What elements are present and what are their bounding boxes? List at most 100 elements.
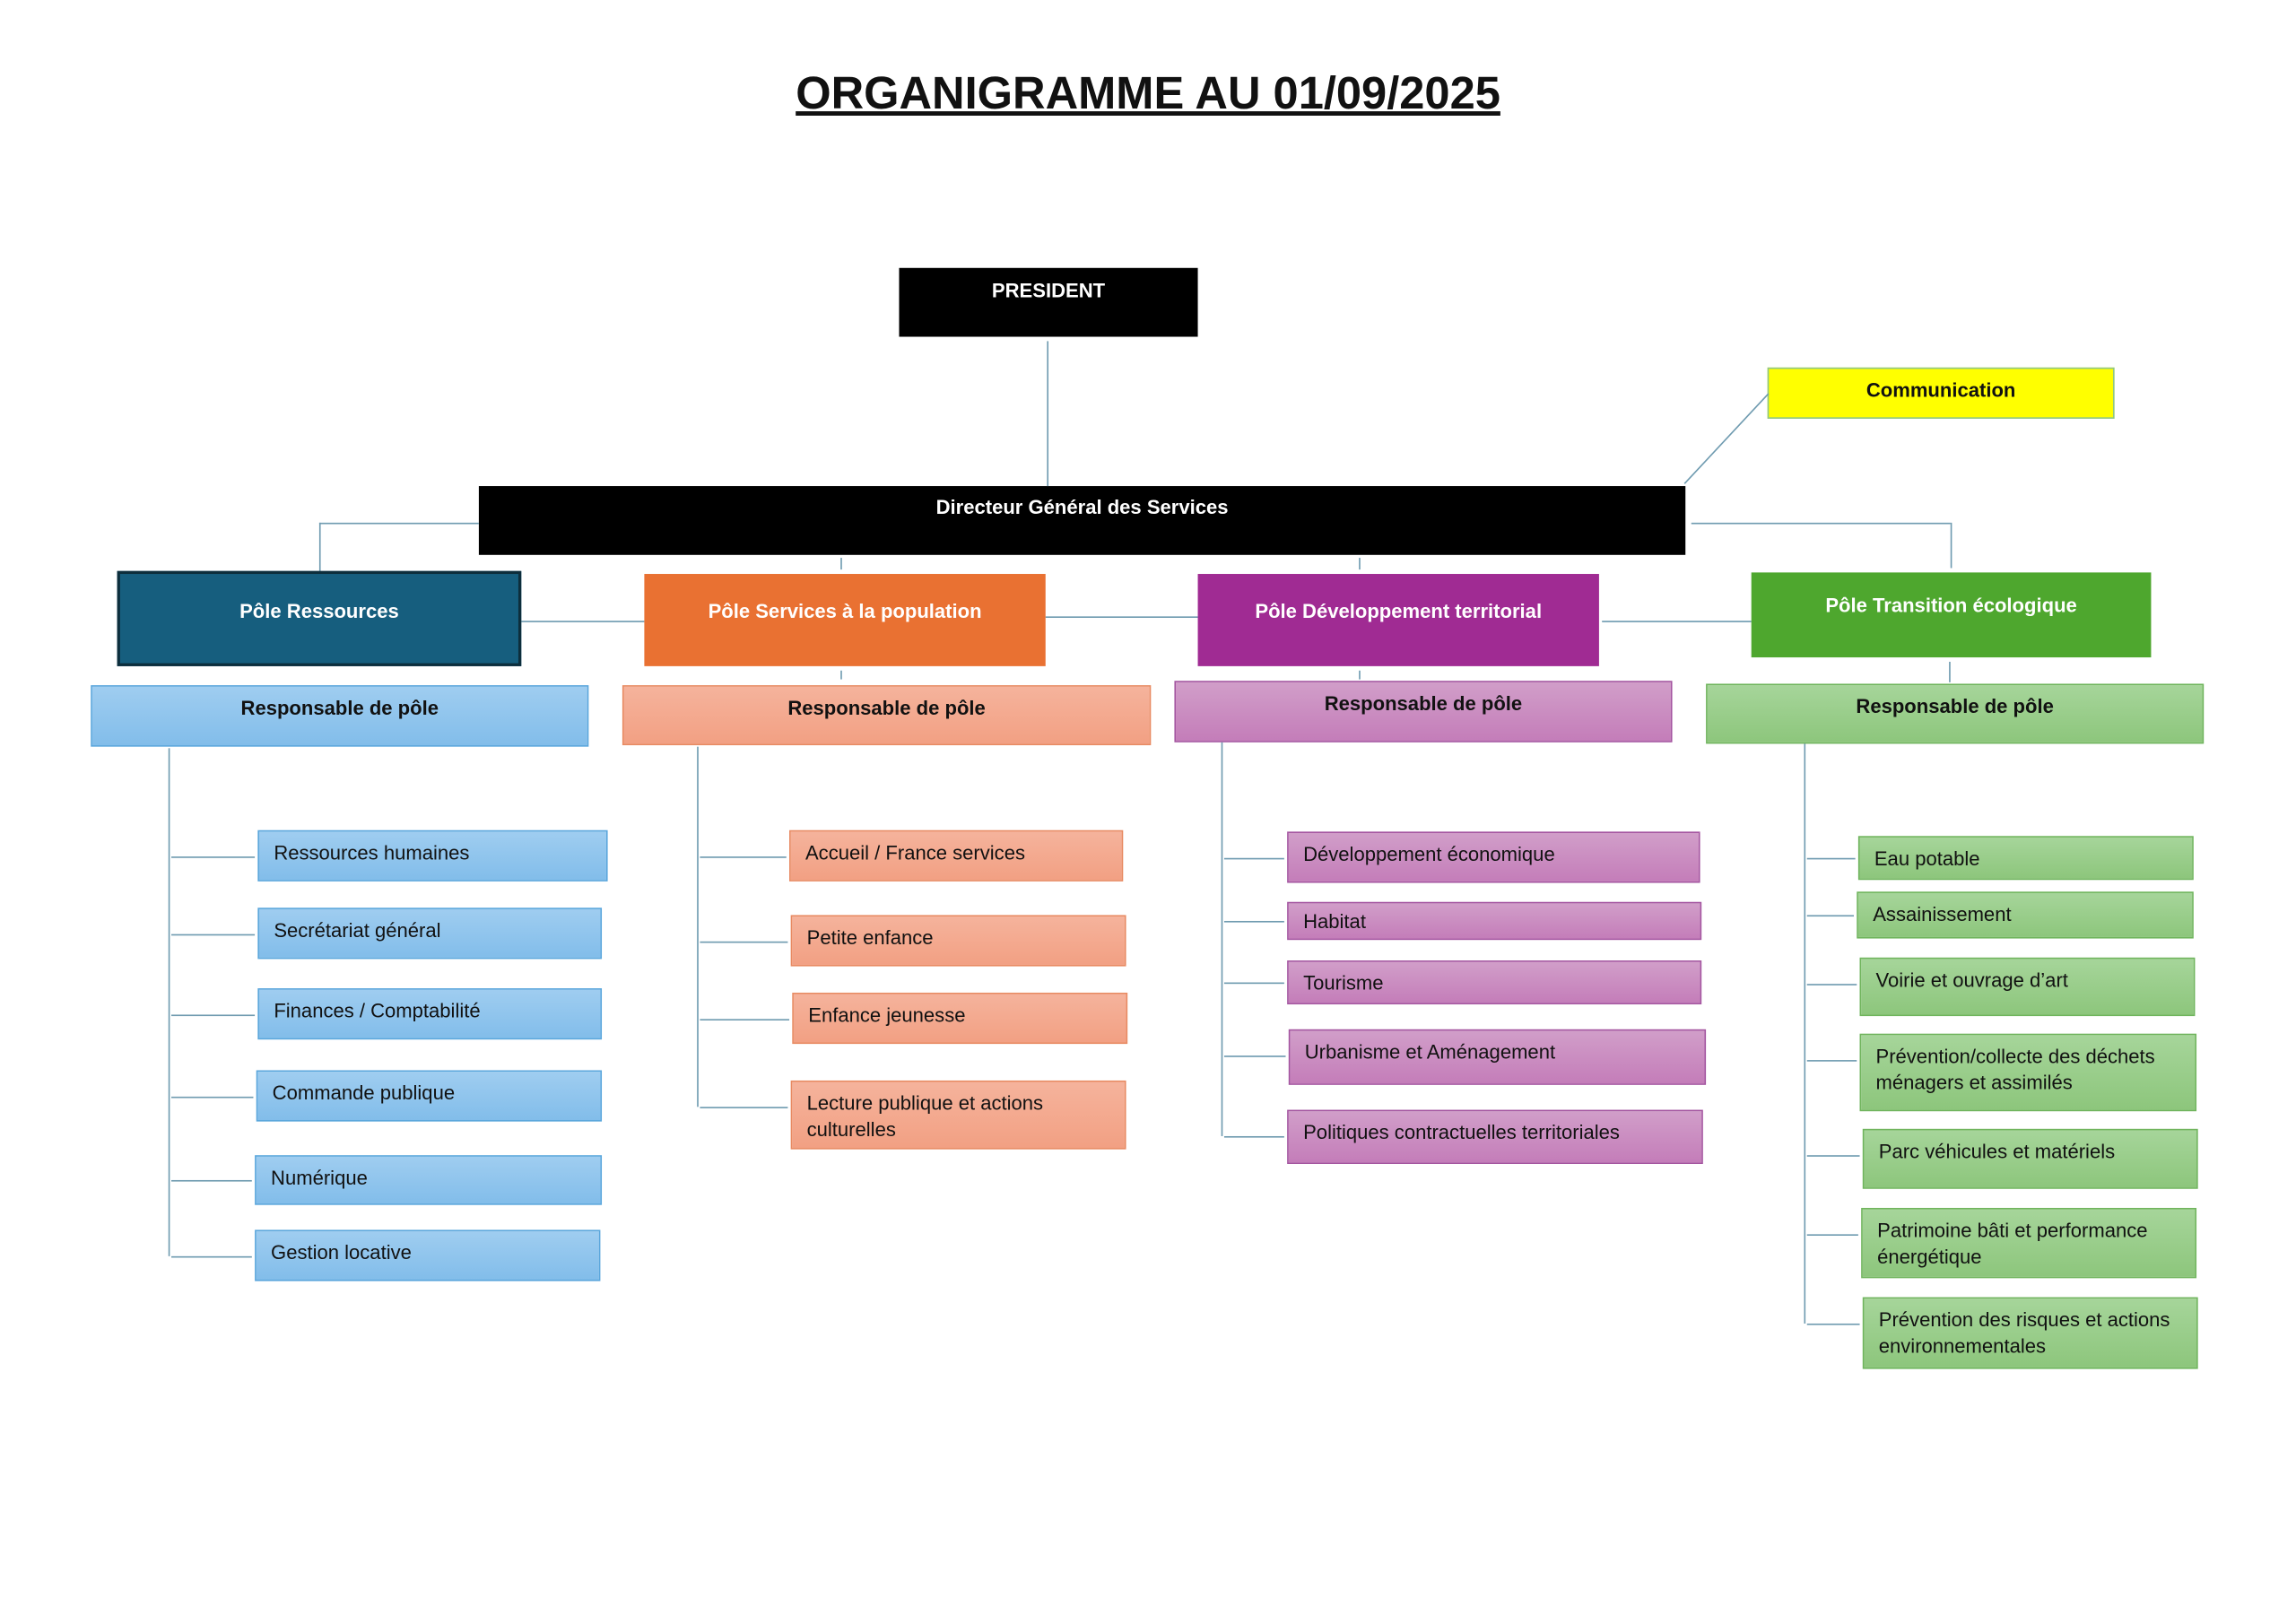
connector: [1691, 522, 1951, 525]
communication-label: Communication: [1866, 378, 2016, 402]
connector: [1602, 621, 1752, 622]
pole-ressources: Pôle Ressources: [117, 570, 522, 666]
connector: [840, 670, 842, 680]
connector: [1223, 982, 1284, 985]
communication-box: Communication: [1767, 367, 2115, 419]
service-box: Prévention des risques et actions enviro…: [1862, 1297, 2198, 1369]
service-box: Prévention/collecte des déchets ménagers…: [1859, 1033, 2197, 1112]
service-label: Lecture publique et actions culturelles: [806, 1091, 1044, 1141]
connector: [171, 933, 256, 935]
connector: [700, 1018, 790, 1020]
pole-transition: Pôle Transition écologique: [1751, 572, 2152, 658]
pole-developpement: Pôle Développement territorial: [1197, 574, 1599, 666]
dgs-box: Directeur Général des Services: [478, 486, 1686, 555]
service-box: Ressources humaines: [257, 829, 608, 881]
connector: [1806, 1155, 1860, 1157]
service-label: Ressources humaines: [274, 841, 470, 864]
service-box: Gestion locative: [255, 1229, 601, 1281]
service-box: Accueil / France services: [789, 829, 1124, 881]
service-label: Développement économique: [1303, 843, 1555, 865]
service-label: Habitat: [1303, 910, 1366, 934]
service-box: Enfance jeunesse: [792, 992, 1128, 1045]
connector: [171, 1013, 256, 1016]
connector: [1804, 743, 1806, 1324]
service-label: Politiques contractuelles territoriales: [1303, 1121, 1620, 1144]
responsable-label: Responsable de pôle: [1856, 695, 2054, 718]
service-label: Tourisme: [1303, 972, 1384, 994]
connector: [1047, 341, 1049, 487]
president-label: PRESIDENT: [991, 279, 1106, 302]
connector: [171, 1255, 252, 1257]
connector: [1359, 558, 1361, 570]
service-box: Patrimoine bâti et performance énergétiq…: [1861, 1207, 2197, 1279]
service-label: Voirie et ouvrage d’art: [1875, 968, 2068, 992]
connector: [700, 941, 788, 942]
service-box: Urbanisme et Aménagement: [1288, 1029, 1707, 1085]
service-label: Commande publique: [272, 1081, 456, 1105]
connector: [1045, 616, 1198, 618]
pole-label: Pôle Transition écologique: [1825, 594, 2077, 617]
service-label: Patrimoine bâti et performance énergétiq…: [1877, 1220, 2148, 1268]
connector: [1950, 522, 1952, 569]
connector: [171, 855, 256, 857]
responsable-services: Responsable de pôle: [622, 685, 1152, 746]
service-box: Eau potable: [1857, 836, 2194, 881]
connector: [1223, 1055, 1286, 1057]
responsable-label: Responsable de pôle: [1324, 692, 1523, 715]
connector: [1223, 1135, 1284, 1138]
connector: [1806, 1323, 1860, 1325]
service-label: Parc véhicules et matériels: [1878, 1140, 2116, 1163]
service-box: Tourisme: [1287, 960, 1702, 1005]
connector: [318, 522, 321, 571]
connector: [318, 522, 479, 525]
service-label: Urbanisme et Aménagement: [1304, 1040, 1556, 1064]
service-box: Commande publique: [256, 1070, 603, 1122]
service-box: Politiques contractuelles territoriales: [1287, 1109, 1703, 1164]
service-box: Petite enfance: [790, 915, 1126, 967]
service-label: Accueil / France services: [804, 841, 1025, 864]
connector: [1223, 856, 1284, 859]
responsable-label: Responsable de pôle: [787, 697, 986, 719]
connector: [1806, 1234, 1858, 1236]
pole-services: Pôle Services à la population: [644, 574, 1046, 666]
connector: [1949, 661, 1951, 682]
pole-label: Pôle Développement territorial: [1255, 600, 1543, 622]
service-label: Enfance jeunesse: [808, 1004, 966, 1027]
connector: [1221, 742, 1223, 1136]
service-label: Petite enfance: [806, 926, 934, 949]
service-box: Numérique: [255, 1155, 603, 1205]
responsable-developpement: Responsable de pôle: [1174, 681, 1673, 743]
connector: [700, 1107, 788, 1108]
connector: [521, 621, 645, 622]
connector: [1806, 984, 1857, 986]
dgs-label: Directeur Général des Services: [935, 496, 1229, 518]
service-box: Parc véhicules et matériels: [1862, 1128, 2198, 1189]
service-box: Finances / Comptabilité: [257, 988, 603, 1040]
chart-title: ORGANIGRAMME AU 01/09/2025: [796, 67, 1500, 119]
service-label: Prévention des risques et actions enviro…: [1878, 1308, 2170, 1358]
connector: [168, 748, 170, 1256]
service-box: Voirie et ouvrage d’art: [1859, 957, 2196, 1017]
service-box: Secrétariat général: [257, 908, 603, 960]
service-label: Secrétariat général: [274, 919, 441, 942]
connector: [1683, 393, 1770, 484]
connector: [1806, 1060, 1857, 1062]
service-label: Prévention/collecte des déchets ménagers…: [1875, 1045, 2155, 1094]
service-box: Développement économique: [1287, 831, 1700, 883]
service-box: Habitat: [1287, 901, 1702, 941]
connector: [700, 855, 787, 857]
pole-label: Pôle Ressources: [239, 600, 399, 622]
connector: [1359, 670, 1361, 680]
responsable-ressources: Responsable de pôle: [91, 685, 589, 747]
service-label: Eau potable: [1874, 847, 1980, 870]
president-box: PRESIDENT: [899, 267, 1198, 337]
service-label: Numérique: [271, 1167, 368, 1189]
connector: [697, 746, 699, 1107]
responsable-label: Responsable de pôle: [240, 697, 439, 719]
service-label: Assainissement: [1873, 903, 2012, 925]
responsable-transition: Responsable de pôle: [1706, 683, 2205, 744]
connector: [1223, 920, 1284, 923]
connector: [1806, 857, 1856, 860]
connector: [171, 1096, 254, 1098]
